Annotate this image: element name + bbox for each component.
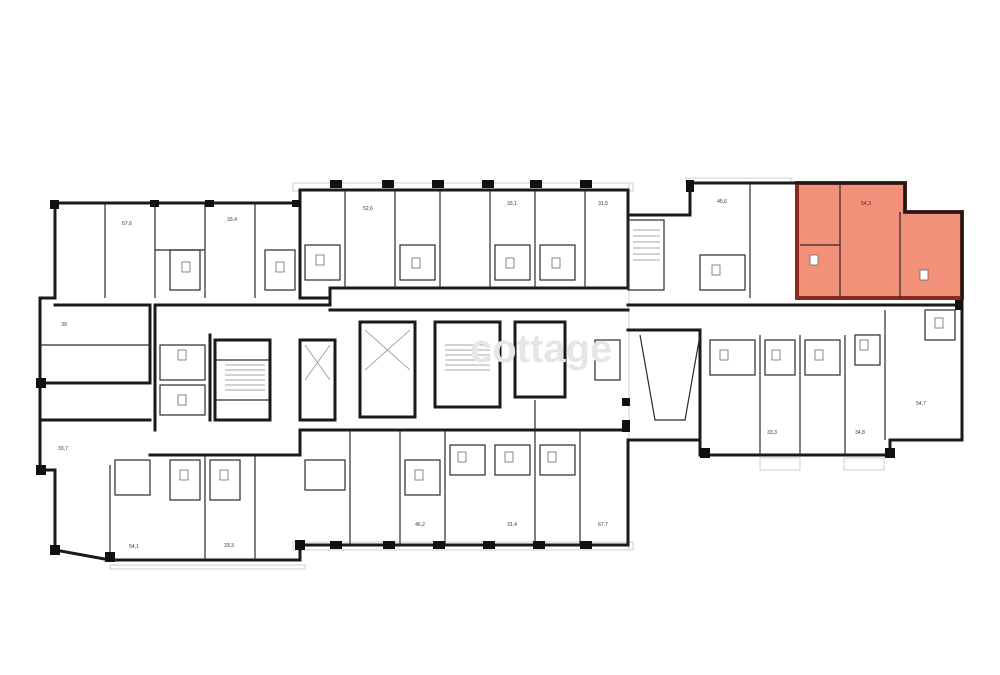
area-labels: 57,6 33,4 52,6 33,1 31,5 45,6 54,3 39 33… [58,199,926,550]
highlighted-apartment[interactable] [795,181,964,300]
apartment-area-label: 33,4 [227,217,237,223]
pillars [36,180,963,562]
outer-walls [38,181,964,562]
apartment-area-label: 54,7 [916,401,926,407]
apartment-area-label: 33,3 [767,430,777,436]
watermark: cottage [470,327,612,371]
apartment-area-label: 67,7 [598,522,608,528]
apartment-area-label: 33,7 [58,446,68,452]
apartment-area-label: 45,6 [717,199,727,205]
stair-hatching [225,229,660,391]
apartment-area-label: 33,1 [507,201,517,207]
apartment-area-label: 52,6 [363,206,373,212]
apartment-area-label: 34,8 [855,430,865,436]
apartment-area-label: 39 [61,322,67,328]
corridor-walls [38,296,630,457]
apartment-area-label: 57,6 [122,221,132,227]
apartment-area-label: 31,5 [598,201,608,207]
fixtures [177,254,944,481]
apartment-area-label: 33,3 [224,543,234,549]
facade-outline [109,177,885,570]
building-cores [213,229,701,422]
apartment-area-label: 31,4 [507,522,517,528]
interior-walls [40,183,956,560]
apartment-area-label: 46,2 [415,522,425,528]
apartment-area-label: 54,3 [861,201,871,207]
apartment-area-label: 54,1 [129,544,139,550]
